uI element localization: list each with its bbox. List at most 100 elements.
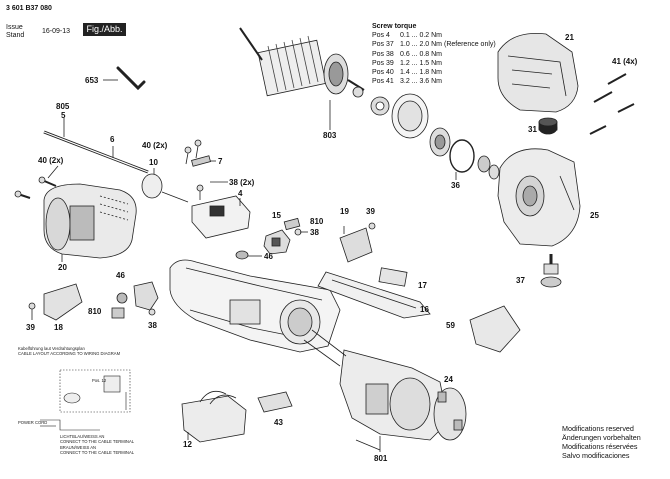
- note-line: Modifications reserved: [562, 424, 634, 433]
- part-label: 10: [149, 158, 158, 167]
- part-label: 59: [446, 321, 455, 330]
- label-plate-part-43: [257, 391, 293, 413]
- bushing-part-46: [235, 250, 249, 260]
- part-label: 39: [366, 207, 375, 216]
- torque-pos: Pos 4: [372, 32, 390, 40]
- torque-note: (Reference only): [443, 41, 496, 49]
- part-label: 46: [264, 252, 273, 261]
- part-label: 5: [61, 111, 66, 120]
- screw-part-40a: [184, 139, 202, 165]
- part-label: 653: [85, 76, 99, 85]
- part-label: 7: [218, 157, 223, 166]
- part-label: 40 (2x): [38, 156, 64, 165]
- clip-part-7: [191, 155, 211, 167]
- terminal-part-810b: [111, 307, 125, 319]
- wiring-title-en: CABLE LAYOUT ACCORDING TO WIRING DIAGRAM: [18, 351, 121, 356]
- modification-notes: Modifications reserved Änderungen vorbeh…: [562, 424, 641, 460]
- wiring-note2-de: BRAUN/WEISS AN: [60, 445, 96, 450]
- wiring-diagram: [40, 369, 131, 431]
- part-label: 17: [418, 281, 427, 290]
- armature-part-803: [239, 27, 365, 130]
- torque-pos: Pos 38: [372, 50, 394, 58]
- torque-pos: Pos 40: [372, 69, 394, 77]
- part-label: 15: [272, 211, 281, 220]
- bolt-part-37: [540, 254, 562, 288]
- torque-pos: Pos 39: [372, 59, 394, 67]
- gear-housing-part-20: [43, 183, 137, 262]
- torque-pos: Pos 41: [372, 78, 394, 86]
- part-label: 39: [26, 323, 35, 332]
- small-washer-part: [477, 155, 491, 173]
- part-label: 810: [310, 217, 324, 226]
- torque-range: 1.4 ... 1.8 Nm: [400, 69, 443, 77]
- part-label: 31: [528, 125, 537, 134]
- part-label: 43: [274, 418, 283, 427]
- part-label: 18: [54, 323, 63, 332]
- brush-holder-part-15: [263, 229, 291, 255]
- part-label: 37: [516, 276, 525, 285]
- screw-part-38c: [148, 308, 156, 316]
- part-label: 24: [444, 375, 453, 384]
- issue-date: 16-09-13: [42, 28, 71, 35]
- cover-cap-part-21: [497, 33, 579, 113]
- brush-holder-part: [133, 281, 159, 311]
- terminal-part-810: [283, 217, 301, 231]
- issue-row: Issue Stand 16-09-13: [6, 24, 70, 40]
- part-label: 805: [56, 102, 70, 111]
- bracket-part-19: [339, 227, 373, 263]
- part-label: 19: [340, 207, 349, 216]
- note-line: Salvo modificaciones: [562, 451, 630, 460]
- part-label: 46: [116, 271, 125, 280]
- part-label: 6: [110, 135, 115, 144]
- torque-pos: Pos 37: [372, 41, 394, 49]
- gear-housing-part-25: [497, 148, 581, 247]
- eccentric-ball-part: [141, 173, 163, 199]
- torque-row: Pos 4 0.1 ... 0.2 Nm: [372, 31, 496, 40]
- part-label: 12: [183, 440, 192, 449]
- o-ring-part-36: [449, 139, 475, 173]
- block-part-17: [378, 267, 408, 287]
- stand-label: Stand: [6, 32, 25, 39]
- part-label: 4: [238, 189, 243, 198]
- screw-torque-table: Screw torque Pos 4 0.1 ... 0.2 Nm Pos 37 1…: [372, 22, 496, 86]
- screw-part-38a: [196, 184, 204, 192]
- wiring-power-cord: POWER CORD: [18, 420, 47, 425]
- end-cap-part-24: [433, 387, 467, 441]
- torque-row: Pos 41 3.2 ... 3.6 Nm: [372, 77, 496, 86]
- part-label: 38: [148, 321, 157, 330]
- seal-plate-part-59: [469, 305, 521, 353]
- part-label: 38: [310, 228, 319, 237]
- hex-key-part: [116, 66, 146, 91]
- torque-row: Pos 37 1.0 ... 2.0 Nm (Reference only): [372, 40, 496, 49]
- wiring-pos12: Pos. 12: [92, 378, 107, 383]
- cord-module-part-12: [181, 390, 247, 443]
- note-line: Modifications réservées: [562, 442, 638, 451]
- screw-part-39b: [28, 302, 36, 310]
- figure-label: Fig./Abb. 1: [83, 23, 126, 47]
- part-label: 36: [451, 181, 460, 190]
- wiring-note1-en: CONNECT TO THE CABLE TERMINAL: [60, 439, 135, 444]
- note-line: Änderungen vorbehalten: [562, 433, 641, 442]
- screw-part-40b: [14, 176, 57, 199]
- part-label: 38 (2x): [229, 178, 255, 187]
- part-label: 803: [323, 131, 337, 140]
- rail-part-16: [317, 271, 431, 319]
- torque-range: 1.0 ... 2.0 Nm: [400, 41, 443, 49]
- torque-range: 0.1 ... 0.2 Nm: [400, 32, 443, 40]
- wiring-title-de: Kabelführung laut Verdrahtungsplan: [18, 346, 85, 351]
- part-label: 40 (2x): [142, 141, 168, 150]
- screw-part-39a: [368, 222, 376, 230]
- part-label: 41 (4x): [612, 57, 638, 66]
- wiring-note2-en: CONNECT TO THE CABLE TERMINAL: [60, 450, 135, 455]
- wiring-note1-de: LICHTBLAU/WEISS AN: [60, 434, 104, 439]
- part-label: 16: [420, 305, 429, 314]
- screw-torque-title: Screw torque: [372, 23, 417, 30]
- switch-module-part-4: [191, 195, 251, 239]
- part-label: 25: [590, 211, 599, 220]
- torque-range: 3.2 ... 3.6 Nm: [400, 78, 443, 86]
- part-label: 810: [88, 307, 102, 316]
- screw-part-46b: [116, 292, 128, 304]
- cover-part-18: [43, 283, 83, 321]
- issue-label: Issue: [6, 24, 23, 31]
